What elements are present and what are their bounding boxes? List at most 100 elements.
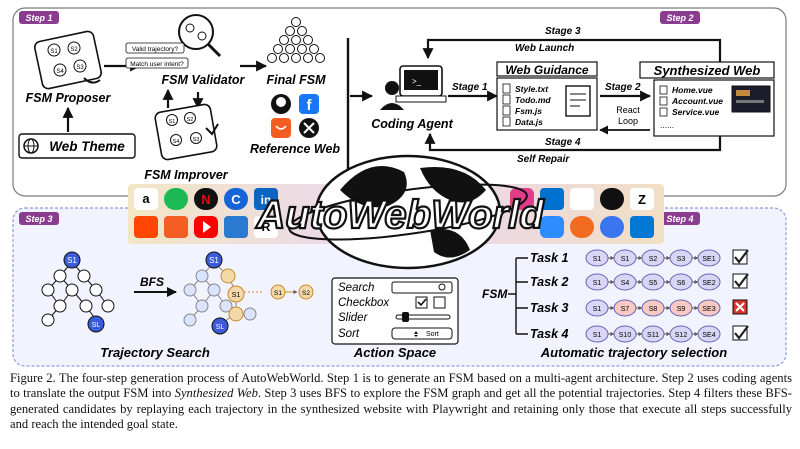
svg-text:N: N bbox=[201, 192, 210, 207]
svg-text:Sort: Sort bbox=[426, 331, 439, 338]
svg-text:Style.txt: Style.txt bbox=[515, 84, 549, 94]
step2-badge: Step 2 bbox=[660, 11, 700, 24]
facebook-icon bbox=[299, 94, 319, 114]
reference-web-logos: f bbox=[271, 94, 319, 138]
task-node-label: SE1 bbox=[702, 256, 715, 263]
svg-text:Service.vue: Service.vue bbox=[672, 107, 720, 117]
react-label: React bbox=[616, 105, 640, 115]
svg-text:S2: S2 bbox=[187, 117, 194, 123]
svg-text:S1: S1 bbox=[50, 49, 58, 55]
svg-text:f: f bbox=[307, 97, 313, 114]
svg-text:S1: S1 bbox=[169, 119, 176, 125]
svg-text:S1: S1 bbox=[274, 290, 282, 297]
task-node-label: S2 bbox=[649, 256, 658, 263]
database-icon bbox=[224, 216, 248, 238]
loop-label: Loop bbox=[618, 116, 638, 126]
bfs-label: BFS bbox=[140, 275, 164, 289]
task-node bbox=[697, 299, 721, 317]
svg-text:Account.vue: Account.vue bbox=[671, 96, 723, 106]
task-node-label: SE2 bbox=[702, 280, 715, 287]
final-fsm-tree bbox=[267, 17, 325, 63]
task-node-label: S1 bbox=[621, 256, 630, 263]
fsm-improver-icon: S1 S2 S4 S3 bbox=[154, 103, 219, 161]
web-theme-box: Web Theme bbox=[18, 133, 136, 159]
task-node bbox=[697, 325, 721, 343]
task-node-label: S5 bbox=[649, 280, 658, 287]
logos-left: a N C in R bbox=[134, 188, 278, 238]
svg-text:Search: Search bbox=[338, 282, 374, 294]
svg-text:a: a bbox=[142, 191, 150, 206]
svg-text:C: C bbox=[231, 192, 241, 207]
c-icon bbox=[224, 188, 248, 210]
action-space-label: Action Space bbox=[353, 345, 436, 360]
trajectory-search-label: Trajectory Search bbox=[100, 345, 210, 360]
svg-text:Synthesized Web: Synthesized Web bbox=[654, 63, 761, 78]
svg-text:Checkbox: Checkbox bbox=[338, 297, 390, 309]
task-node-label: S12 bbox=[675, 332, 688, 339]
search-icon bbox=[438, 283, 446, 291]
web-launch-label: Web Launch bbox=[515, 43, 574, 54]
task-node bbox=[697, 273, 721, 291]
fsm-label: FSM bbox=[482, 287, 508, 301]
svg-text:SL: SL bbox=[216, 324, 225, 331]
document-icon bbox=[565, 85, 591, 117]
action-space-box: Search Checkbox Slider Sort Sort bbox=[331, 277, 459, 345]
step3-badge: Step 3 bbox=[19, 212, 59, 225]
slack-icon bbox=[570, 188, 594, 210]
linkedin-icon bbox=[254, 188, 278, 210]
task-node-label: S7 bbox=[621, 306, 630, 313]
fsm-proposer-label: FSM Proposer bbox=[26, 91, 112, 105]
svg-text:S3: S3 bbox=[76, 65, 84, 71]
svg-text:Z: Z bbox=[638, 192, 646, 207]
cross-mark bbox=[735, 302, 745, 312]
file-icon bbox=[659, 96, 668, 106]
svg-text:Sort: Sort bbox=[338, 328, 360, 340]
file-icon bbox=[659, 85, 668, 95]
task-node-label: S1 bbox=[593, 280, 602, 287]
fsm-proposer-icon: S1 S2 S4 S3 bbox=[33, 30, 103, 90]
task-node-label: S4 bbox=[621, 280, 630, 287]
bfs-tree bbox=[183, 251, 262, 335]
fsm-improver-label: FSM Improver bbox=[144, 168, 228, 182]
svg-text:Step 4: Step 4 bbox=[666, 214, 693, 224]
slider-track bbox=[395, 314, 451, 320]
svg-text:S4: S4 bbox=[56, 69, 64, 75]
aliexpress-icon bbox=[164, 216, 188, 238]
file-icon bbox=[502, 94, 511, 105]
outlook-icon bbox=[630, 216, 654, 238]
reference-web-label: Reference Web bbox=[250, 142, 340, 156]
task-node-label: S9 bbox=[677, 306, 686, 313]
task-node-label: S1 bbox=[593, 306, 602, 313]
svg-text:S3: S3 bbox=[193, 137, 200, 143]
svg-text:Home.vue: Home.vue bbox=[672, 85, 713, 95]
svg-text:Step 1: Step 1 bbox=[25, 13, 52, 23]
svg-text:Step 3: Step 3 bbox=[25, 214, 52, 224]
checkbox-unchecked bbox=[433, 296, 446, 309]
svg-text:Data.js: Data.js bbox=[515, 117, 543, 127]
signal-icon bbox=[600, 188, 624, 210]
aliexpress-icon bbox=[271, 118, 291, 138]
task-node-label: S1 bbox=[593, 332, 602, 339]
task-label: Task 4 bbox=[530, 327, 569, 341]
svg-text:R: R bbox=[262, 220, 271, 234]
task-label: Task 1 bbox=[530, 251, 569, 265]
svg-text:S2: S2 bbox=[70, 47, 78, 53]
walmart-icon bbox=[540, 188, 564, 210]
task-node-label: S10 bbox=[619, 332, 632, 339]
file-icon bbox=[502, 105, 511, 116]
svg-text:S2: S2 bbox=[302, 290, 310, 297]
task-node-label: SE3 bbox=[702, 306, 715, 313]
task-label: Task 2 bbox=[530, 275, 569, 289]
task-node-label: S3 bbox=[677, 256, 686, 263]
step1-badge: Step 1 bbox=[19, 11, 59, 24]
amazon-icon bbox=[134, 188, 158, 210]
task-node-label: S1 bbox=[593, 256, 602, 263]
task-node-label: S8 bbox=[649, 306, 658, 313]
task-node-label: S11 bbox=[647, 332, 659, 339]
final-fsm-label: Final FSM bbox=[266, 73, 326, 87]
reddit-icon bbox=[134, 216, 158, 238]
autowebworld-title: AutoWebWorld bbox=[255, 193, 545, 237]
stage1-label: Stage 1 bbox=[452, 82, 488, 93]
coding-agent-label: Coding Agent bbox=[371, 117, 453, 131]
fsm-validator-icon: Valid trajectory? Match user intent? bbox=[125, 14, 222, 69]
